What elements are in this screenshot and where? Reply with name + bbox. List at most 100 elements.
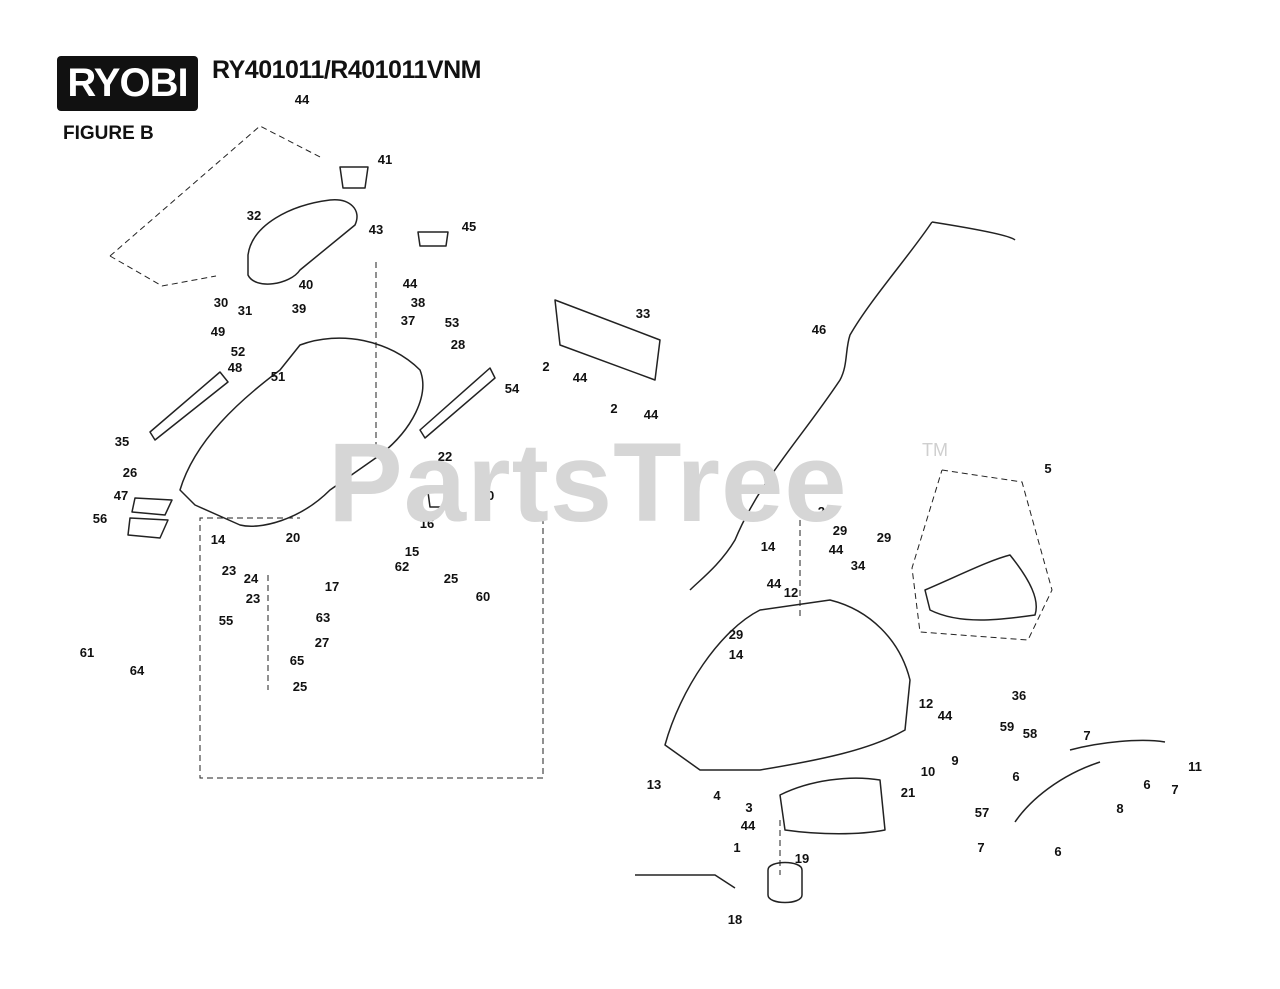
label-56-shape [127,517,169,539]
grass-bag-shape [924,554,1037,621]
part-callout: 29 [729,627,743,642]
part-callout: 14 [761,539,776,554]
part-callout: 15 [405,544,419,559]
part-callout: 13 [647,777,661,792]
part-callout: 44 [295,92,310,107]
part-callout: 25 [293,679,307,694]
part-callout: 29 [877,530,891,545]
part-callout: 55 [219,613,233,628]
wire-harness-shape [635,874,736,889]
strip-35-shape [149,371,229,441]
part-callout: 11 [1188,759,1202,774]
part-callout: 2 [542,359,549,374]
label-50-shape [427,487,457,508]
part-callout: 16 [420,516,434,531]
part-callout: 61 [80,645,94,660]
dashed-guide-lines [109,125,1053,875]
model-title: RY401011/R401011VNM [212,56,481,84]
part-callout: 65 [290,653,304,668]
part-callout: 29 [833,523,847,538]
part-callout: 45 [462,219,476,234]
part-callout: 23 [222,563,236,578]
part-callout: 26 [123,465,137,480]
strip-54-shape [419,367,496,439]
part-callout: 21 [901,785,915,800]
part-callout: 62 [395,559,409,574]
mower-housing-shape [179,337,424,527]
part-callout: 6 [1143,777,1150,792]
part-callout: 22 [438,449,452,464]
part-shapes [127,166,1166,904]
part-callout: 12 [784,585,798,600]
ryobi-logo: RYOBI [57,56,198,111]
part-callout: 44 [741,818,756,833]
part-callout: 60 [476,589,490,604]
part-callout: 42 [349,482,363,497]
part-callout: 29 [818,504,832,519]
part-callout: 7 [1171,782,1178,797]
part-callout: 1 [733,840,740,855]
part-callout: 44 [573,370,588,385]
part-callout: 34 [851,558,866,573]
part-callout: 59 [1000,719,1014,734]
part-callout: 30 [214,295,228,310]
part-callout: 25 [444,571,458,586]
part-callout: 17 [325,579,339,594]
part-callout: 6 [1012,769,1019,784]
part-callout: 44 [829,542,844,557]
part-callout: 18 [728,912,742,927]
part-callout: 6 [1054,844,1061,859]
part-callout: 24 [244,571,259,586]
part-callout: 12 [919,696,933,711]
part-callout: 31 [238,303,252,318]
figure-label: FIGURE B [63,123,154,144]
part-callout: 39 [292,301,306,316]
part-callout: 19 [795,851,809,866]
part-callout: 27 [315,635,329,650]
label-47-shape [131,497,173,516]
part-callout: 9 [951,753,958,768]
part-callout: 20 [286,530,300,545]
part-callout: 52 [231,344,245,359]
motor-shield-shape [779,777,886,835]
logo-text: RYOBI [67,61,188,105]
motor-shape [767,861,803,904]
part-callout: 14 [211,532,226,547]
part-callout: 50 [480,488,494,503]
part-callout: 56 [93,511,107,526]
part-callout: 32 [247,208,261,223]
part-callout: 37 [401,313,415,328]
part-callout: 53 [445,315,459,330]
part-callout: 63 [316,610,330,625]
part-callout: 8 [1116,801,1123,816]
part-callout: 58 [1023,726,1037,741]
part-callout: 41 [378,152,392,167]
part-callout: 7 [977,840,984,855]
part-callout: 57 [975,805,989,820]
part-callout: 28 [451,337,465,352]
label-45-shape [417,231,449,247]
part-callout: 44 [938,708,953,723]
part-callout: 5 [1044,461,1051,476]
part-callout: 33 [636,306,650,321]
part-callout: 4 [713,788,721,803]
bracket-shape [554,299,661,381]
axle-shape [1014,739,1166,823]
part-callout: 43 [369,222,383,237]
part-callout: 14 [729,647,744,662]
part-callout: 44 [403,276,418,291]
part-callout: 3 [745,800,752,815]
part-callout: 64 [130,663,145,678]
label-41-shape [339,166,369,189]
watermark-tm: TM [922,440,948,460]
part-callout: 38 [411,295,425,310]
part-callout: 2 [610,401,617,416]
part-callout: 44 [644,407,659,422]
battery-cover-shape [247,199,358,285]
part-callout: 40 [299,277,313,292]
part-callout: 48 [228,360,242,375]
part-callout: 10 [921,764,935,779]
part-callout: 36 [1012,688,1026,703]
